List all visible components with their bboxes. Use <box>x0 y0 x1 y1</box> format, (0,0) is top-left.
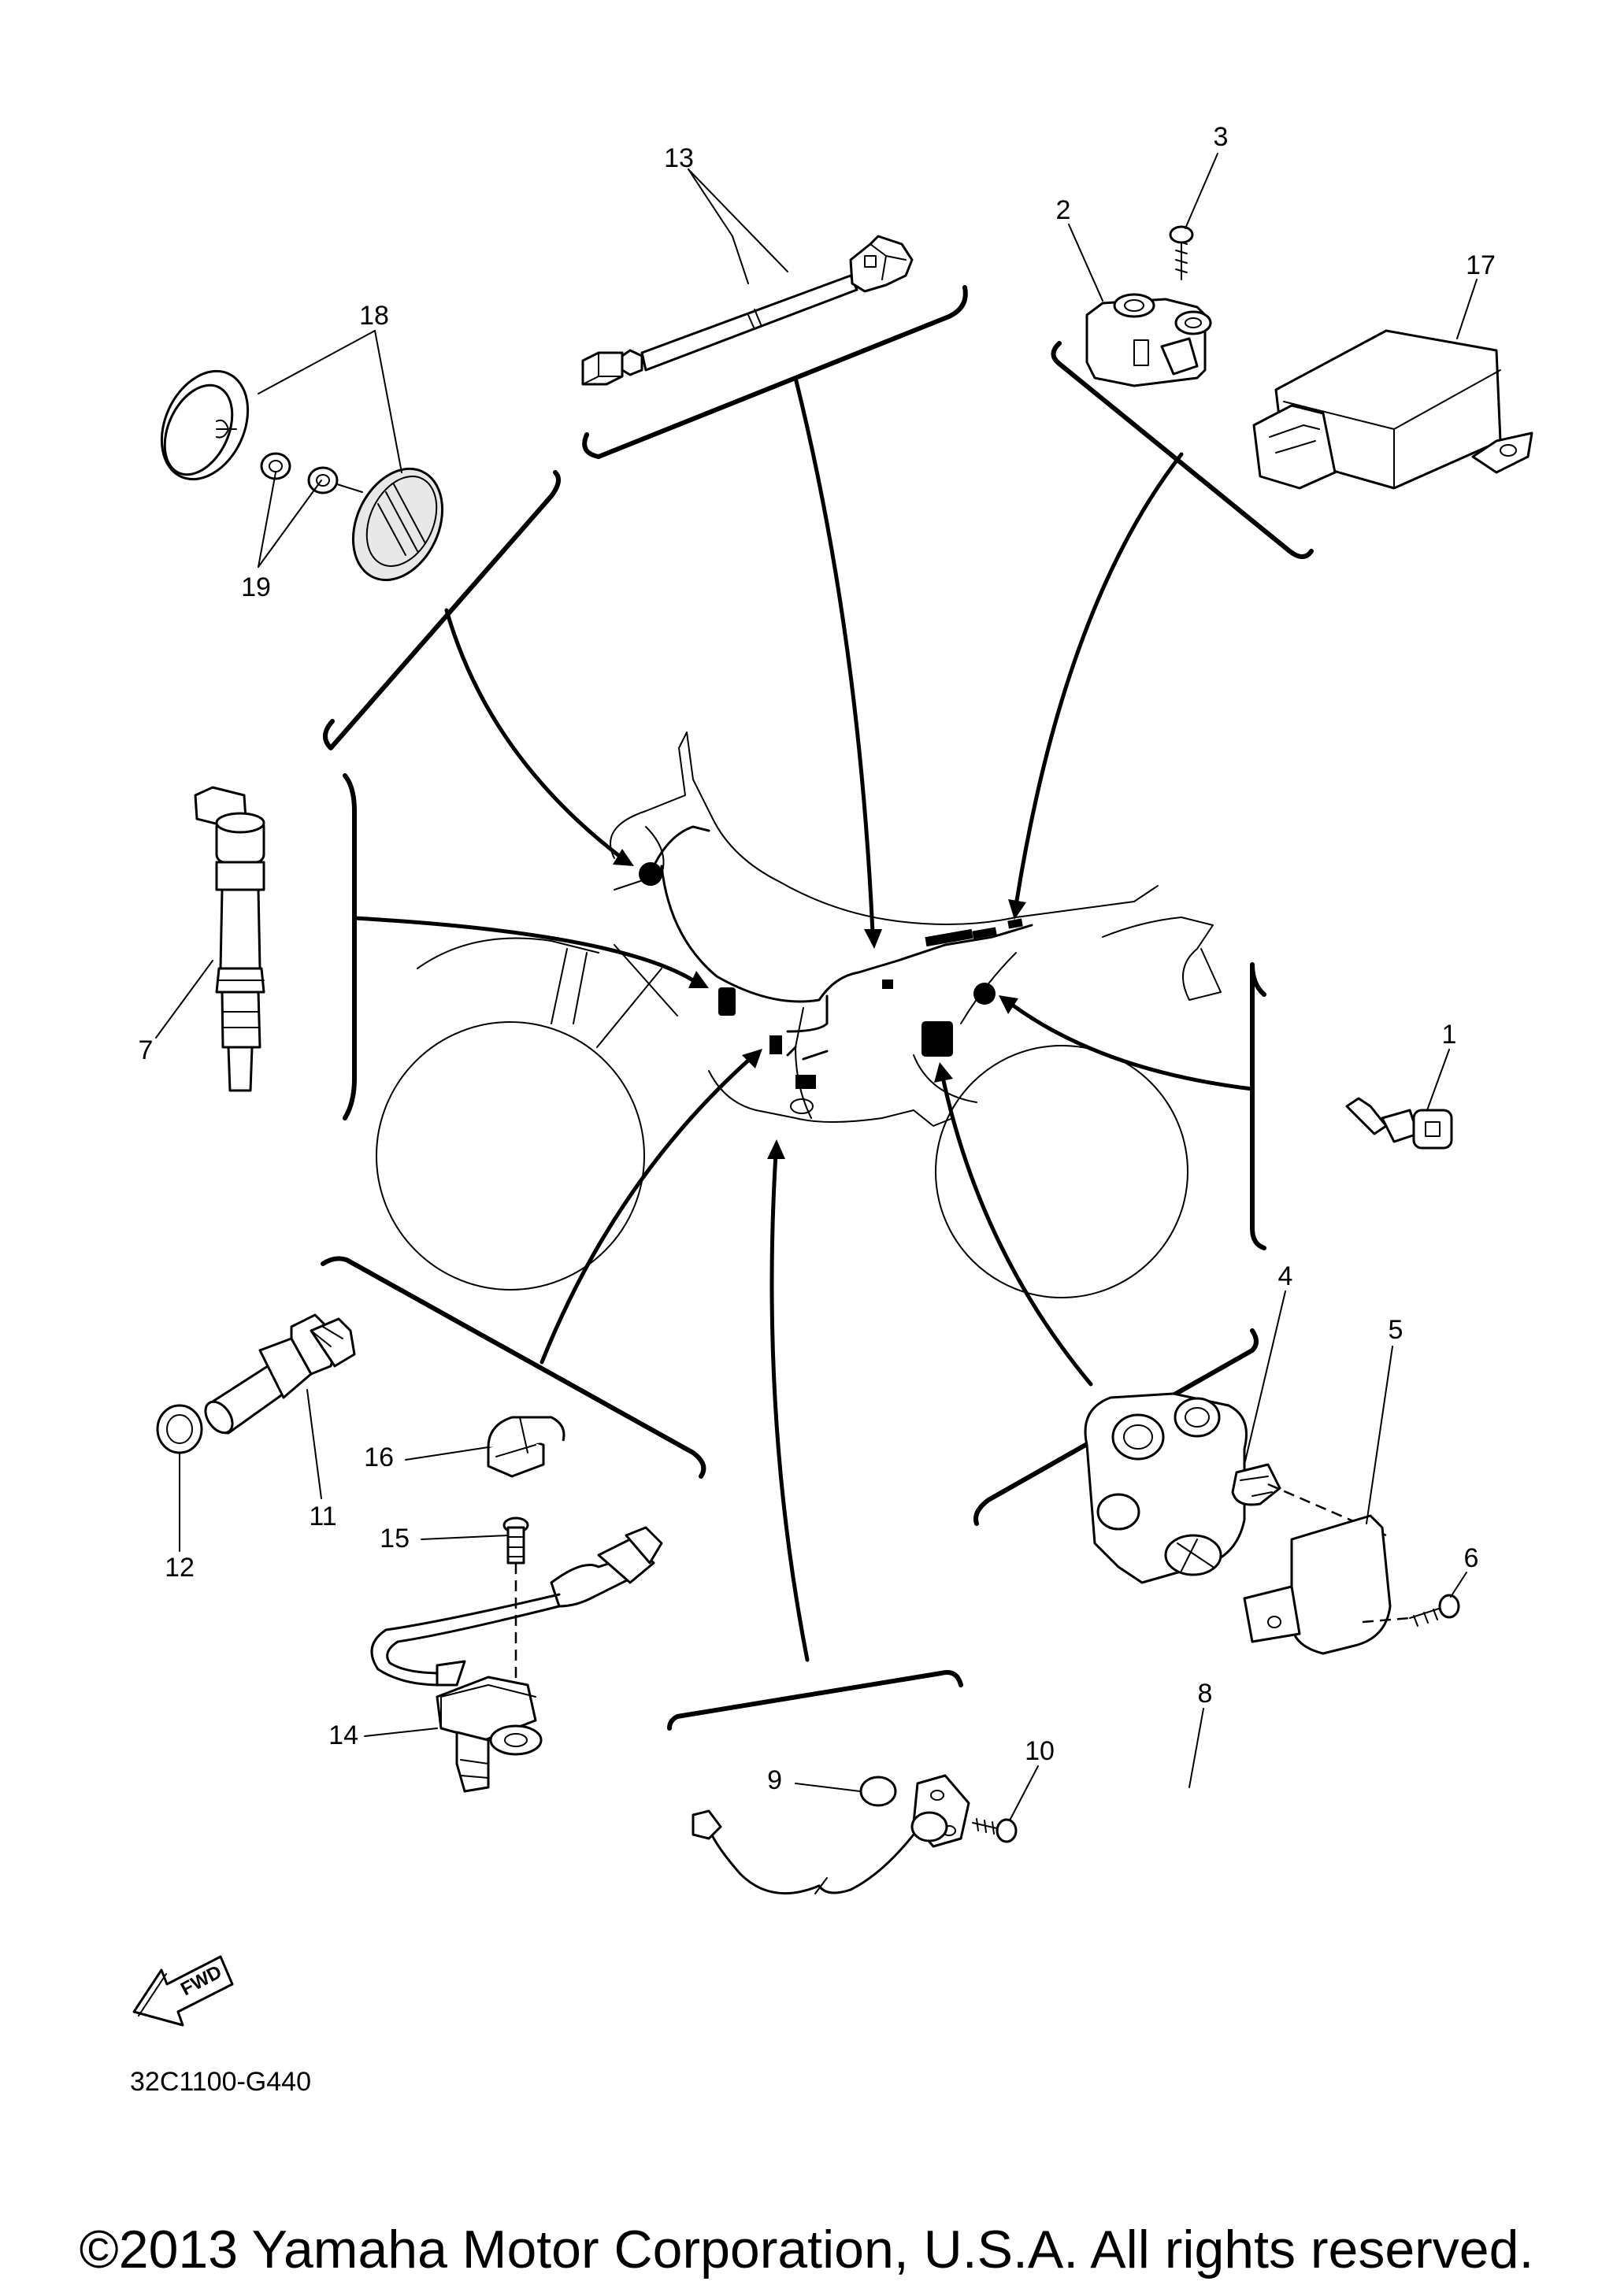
callout-16: 16 <box>364 1442 394 1472</box>
callout-1: 1 <box>1442 1020 1457 1050</box>
copyright-notice: ©2013 Yamaha Motor Corporation, U.S.A. A… <box>80 2220 1534 2279</box>
bolt-10 <box>972 1818 1018 1843</box>
callout-15: 15 <box>380 1524 410 1554</box>
screw-6 <box>1362 1594 1460 1627</box>
callout-2: 2 <box>1056 195 1071 225</box>
throttle-body-4 <box>1084 1392 1387 1584</box>
ignition-coil-7 <box>194 786 265 1092</box>
harness-lead-13 <box>581 235 914 386</box>
speed-sensor-8 <box>692 1774 970 1895</box>
diagram-code: 32C1100-G440 <box>130 2067 311 2097</box>
sensor-1 <box>1345 1097 1453 1150</box>
sensor-2-and-bolt-3 <box>1085 225 1212 387</box>
callout-8: 8 <box>1198 1679 1213 1709</box>
motorcycle-silhouette <box>376 731 1222 1298</box>
marker-ignition-coil <box>718 987 736 1016</box>
callout-9: 9 <box>767 1765 782 1795</box>
callout-14: 14 <box>328 1720 358 1750</box>
clamp-16 <box>487 1416 565 1454</box>
callout-3: 3 <box>1214 122 1229 152</box>
callout-10: 10 <box>1025 1736 1055 1766</box>
marker-reflector <box>639 862 662 886</box>
marker-temp-sensor <box>769 1035 782 1054</box>
ecu-17 <box>1252 329 1533 490</box>
callout-labels: 13 3 2 17 18 19 7 1 16 15 11 12 14 4 5 6… <box>139 122 1496 1795</box>
fwd-arrow-icon: FWD <box>132 1955 234 2027</box>
callout-7: 7 <box>139 1035 154 1065</box>
group-arrows <box>352 376 1255 1662</box>
callout-5: 5 <box>1389 1315 1403 1345</box>
callout-19: 19 <box>241 572 271 602</box>
crank-sensor-14 <box>370 1435 663 1793</box>
callout-6: 6 <box>1464 1543 1479 1573</box>
marker-ecu-small <box>882 980 893 989</box>
callout-17: 17 <box>1466 250 1496 280</box>
throttle-sensor-5 <box>1243 1514 1392 1655</box>
leader-lines <box>155 153 1478 1820</box>
callout-12: 12 <box>165 1553 195 1583</box>
marker-sensor-1 <box>973 983 996 1005</box>
callout-4: 4 <box>1278 1261 1293 1291</box>
wiring-harness-center <box>652 825 1033 1089</box>
marker-throttle-body <box>921 1021 953 1057</box>
callout-13: 13 <box>664 143 694 173</box>
callout-11: 11 <box>309 1502 336 1531</box>
temp-sensor-11 <box>156 1313 356 1454</box>
reflector-assembly <box>160 369 444 582</box>
callout-18: 18 <box>359 301 389 331</box>
